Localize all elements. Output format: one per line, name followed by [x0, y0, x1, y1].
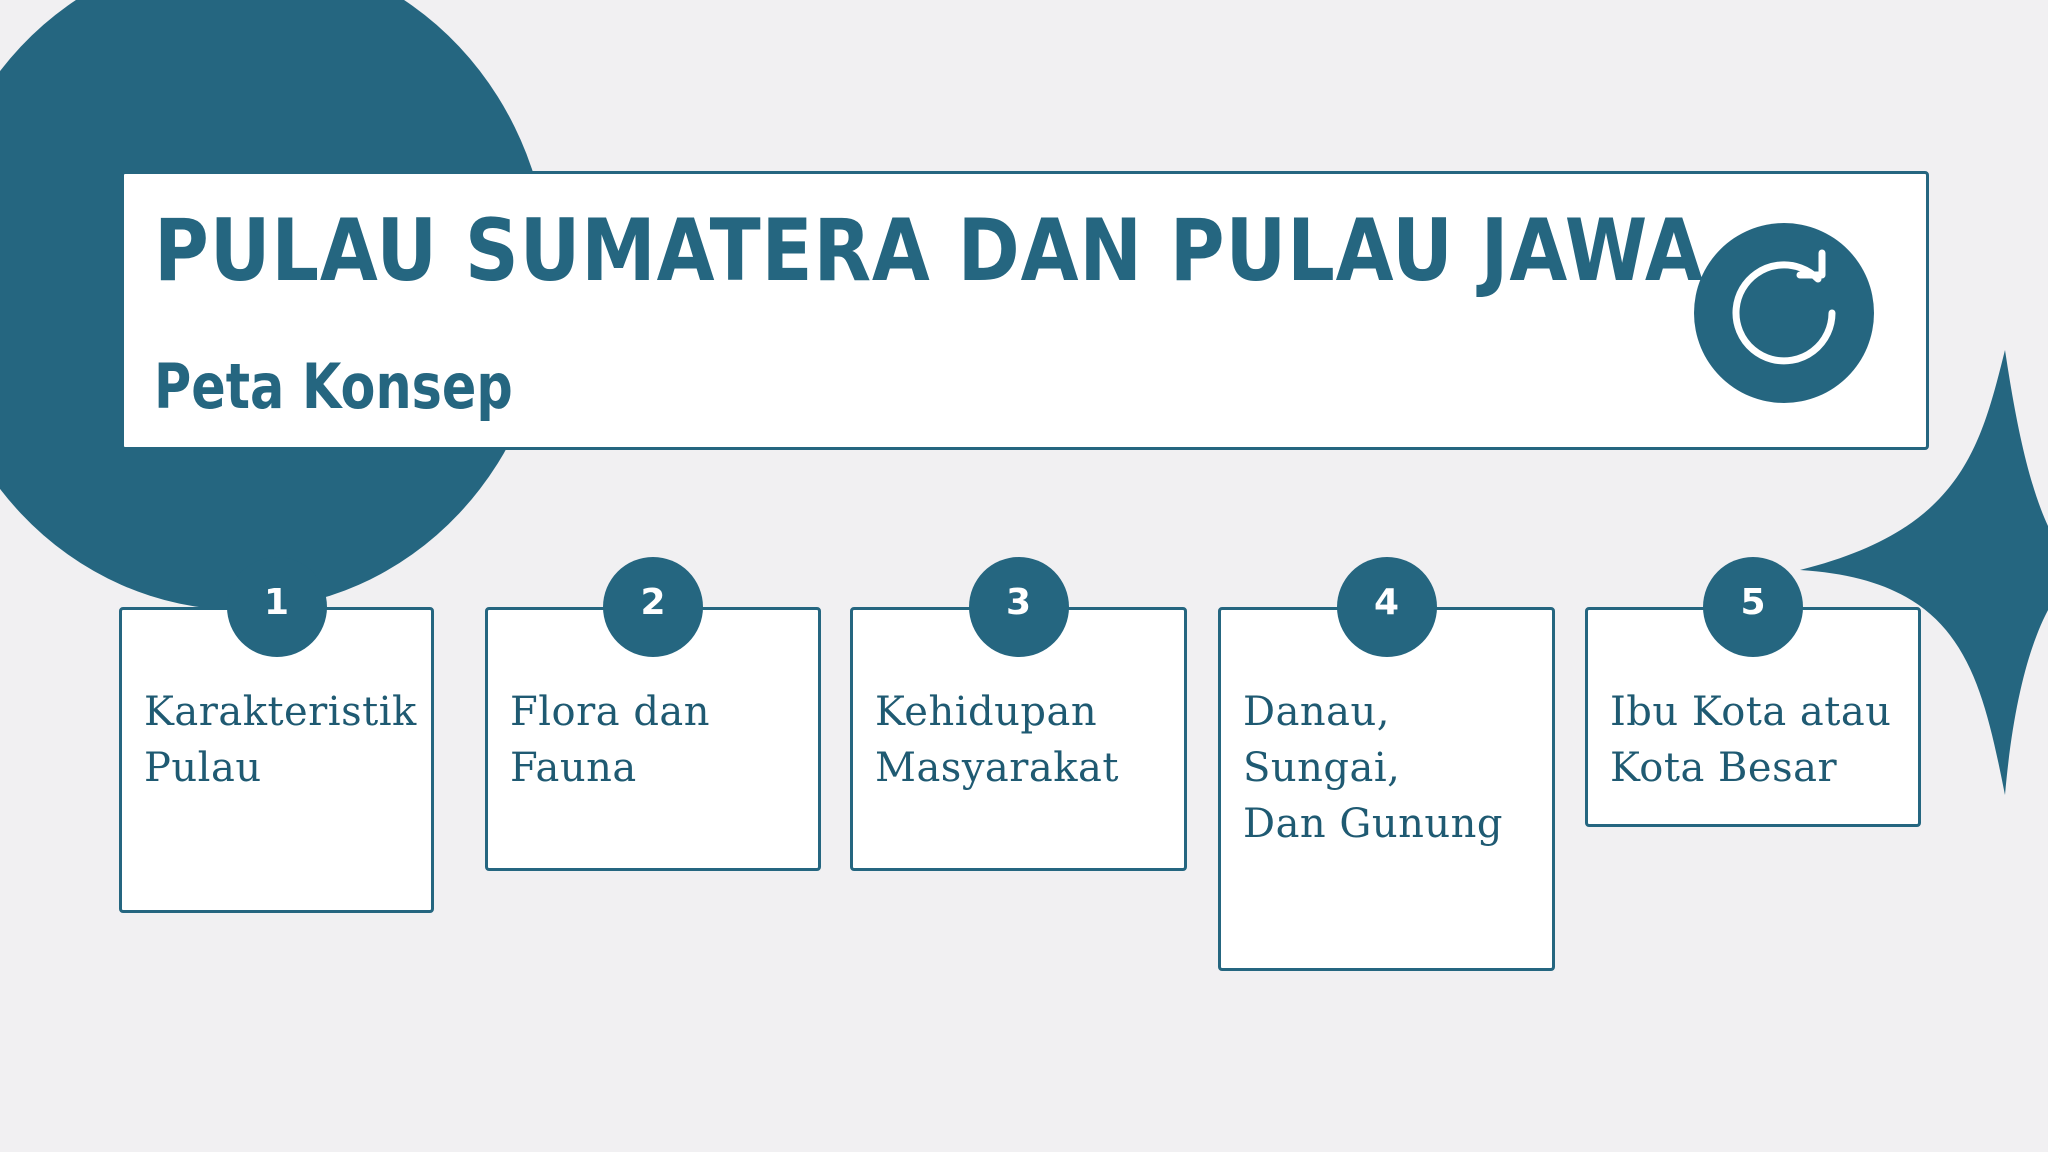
number-badge: 3 [968, 557, 1069, 657]
topic-label: Flora dan Fauna [510, 689, 711, 791]
refresh-icon [1732, 249, 1836, 365]
header-card: PULAU SUMATERA DAN PULAU JAWA Peta Konse… [121, 171, 1929, 450]
topic-label: Karakteristik Pulau [144, 689, 417, 791]
decorative-star-shape [1800, 350, 2048, 795]
page-subtitle: Peta Konsep [154, 350, 513, 423]
refresh-button[interactable] [1694, 223, 1874, 403]
topic-card-karakteristik-pulau[interactable]: 1 Karakteristik Pulau [119, 557, 434, 913]
topic-card-kehidupan-masyarakat[interactable]: 3 Kehidupan Masyarakat [850, 557, 1187, 871]
topic-label: Ibu Kota atau Kota Besar [1610, 689, 1892, 791]
topic-card-flora-fauna[interactable]: 2 Flora dan Fauna [485, 557, 821, 871]
number-badge: 4 [1336, 557, 1437, 657]
number-badge: 5 [1703, 557, 1803, 657]
topic-label: Kehidupan Masyarakat [875, 689, 1119, 791]
page-title: PULAU SUMATERA DAN PULAU JAWA [154, 201, 1704, 301]
topic-card-danau-sungai-gunung[interactable]: 4 Danau, Sungai, Dan Gunung [1218, 557, 1555, 971]
number-badge: 1 [226, 557, 327, 657]
number-badge: 2 [603, 557, 703, 657]
topic-card-ibu-kota[interactable]: 5 Ibu Kota atau Kota Besar [1585, 557, 1921, 827]
topic-label: Danau, Sungai, Dan Gunung [1243, 689, 1503, 847]
